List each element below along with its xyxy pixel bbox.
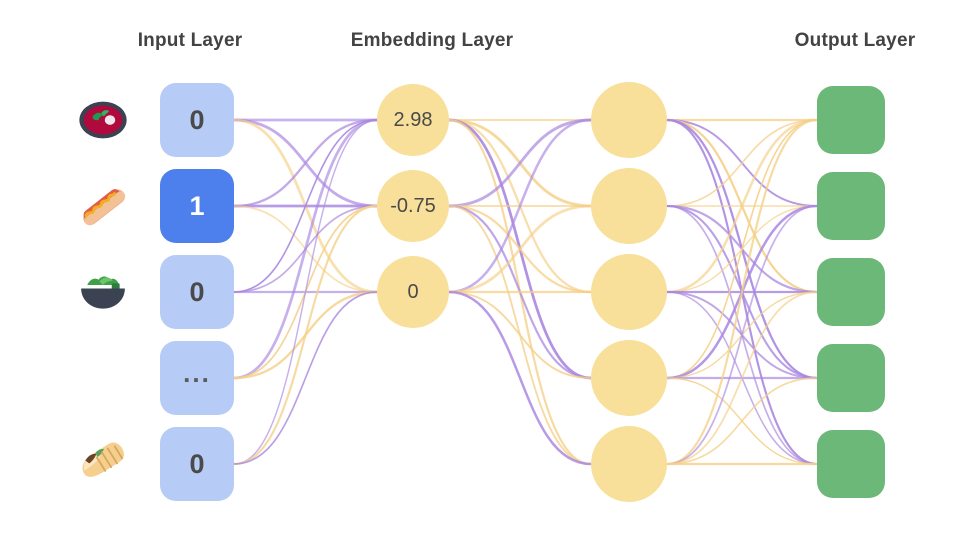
hidden-node-4[interactable] xyxy=(591,426,667,502)
hidden-node-2[interactable] xyxy=(591,254,667,330)
soup-bowl-icon xyxy=(75,92,131,148)
green-salad-icon xyxy=(75,264,131,320)
embedding-node-0[interactable]: 2.98 xyxy=(377,84,449,156)
edges-hidden-to-output xyxy=(665,118,819,466)
hidden-node-3[interactable] xyxy=(591,340,667,416)
hidden-node-0[interactable] xyxy=(591,82,667,158)
output-node-1[interactable] xyxy=(817,172,885,240)
hidden-node-1[interactable] xyxy=(591,168,667,244)
output-node-3[interactable] xyxy=(817,344,885,412)
input-node-1[interactable]: 1 xyxy=(160,169,234,243)
embedding-node-1[interactable]: -0.75 xyxy=(377,170,449,242)
burrito-icon xyxy=(75,436,131,492)
edges-input-to-embedding xyxy=(232,118,379,466)
title-input-layer: Input Layer xyxy=(137,30,243,51)
title-output-layer: Output Layer xyxy=(794,30,916,51)
title-embedding-layer: Embedding Layer xyxy=(350,30,514,51)
output-node-4[interactable] xyxy=(817,430,885,498)
hot-dog-icon xyxy=(75,178,131,234)
edges-embedding-to-hidden xyxy=(447,118,593,466)
input-node-4[interactable]: 0 xyxy=(160,427,234,501)
output-node-0[interactable] xyxy=(817,86,885,154)
input-node-3[interactable]: ... xyxy=(160,341,234,415)
input-node-0[interactable]: 0 xyxy=(160,83,234,157)
embedding-node-2[interactable]: 0 xyxy=(377,256,449,328)
output-node-2[interactable] xyxy=(817,258,885,326)
input-node-2[interactable]: 0 xyxy=(160,255,234,329)
